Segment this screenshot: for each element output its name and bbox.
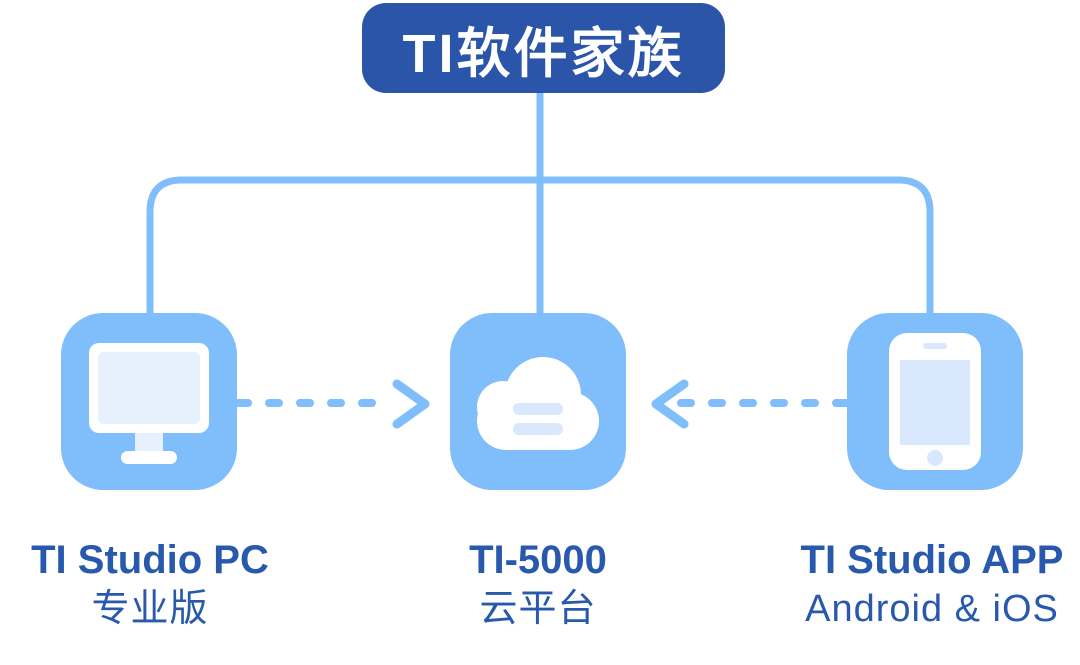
branch-line xyxy=(146,176,934,316)
node-subtitle: 云平台 xyxy=(479,588,597,630)
dashed-arrow-right xyxy=(234,379,430,429)
dashed-arrow-left xyxy=(651,379,850,429)
smartphone-icon xyxy=(889,333,981,470)
node-subtitle: Android & iOS xyxy=(805,588,1059,630)
node-title: TI Studio PC xyxy=(31,538,269,582)
label-ti-5000: TI-5000 云平台 xyxy=(388,538,688,631)
node-subtitle: 专业版 xyxy=(91,588,209,630)
node-title: TI Studio APP xyxy=(800,538,1064,582)
desktop-monitor-icon xyxy=(89,343,209,464)
node-title: TI-5000 xyxy=(469,538,607,582)
label-ti-studio-app: TI Studio APP Android & iOS xyxy=(782,538,1080,631)
label-ti-studio-pc: TI Studio PC 专业版 xyxy=(0,538,300,631)
diagram-title: TI软件家族 xyxy=(402,23,685,84)
node-ti-studio-app xyxy=(847,313,1023,490)
node-ti-studio-pc xyxy=(61,313,237,490)
diagram-title-box: TI软件家族 xyxy=(362,3,725,93)
cloud-server-icon xyxy=(477,357,599,450)
node-ti-5000-cloud xyxy=(450,313,626,490)
